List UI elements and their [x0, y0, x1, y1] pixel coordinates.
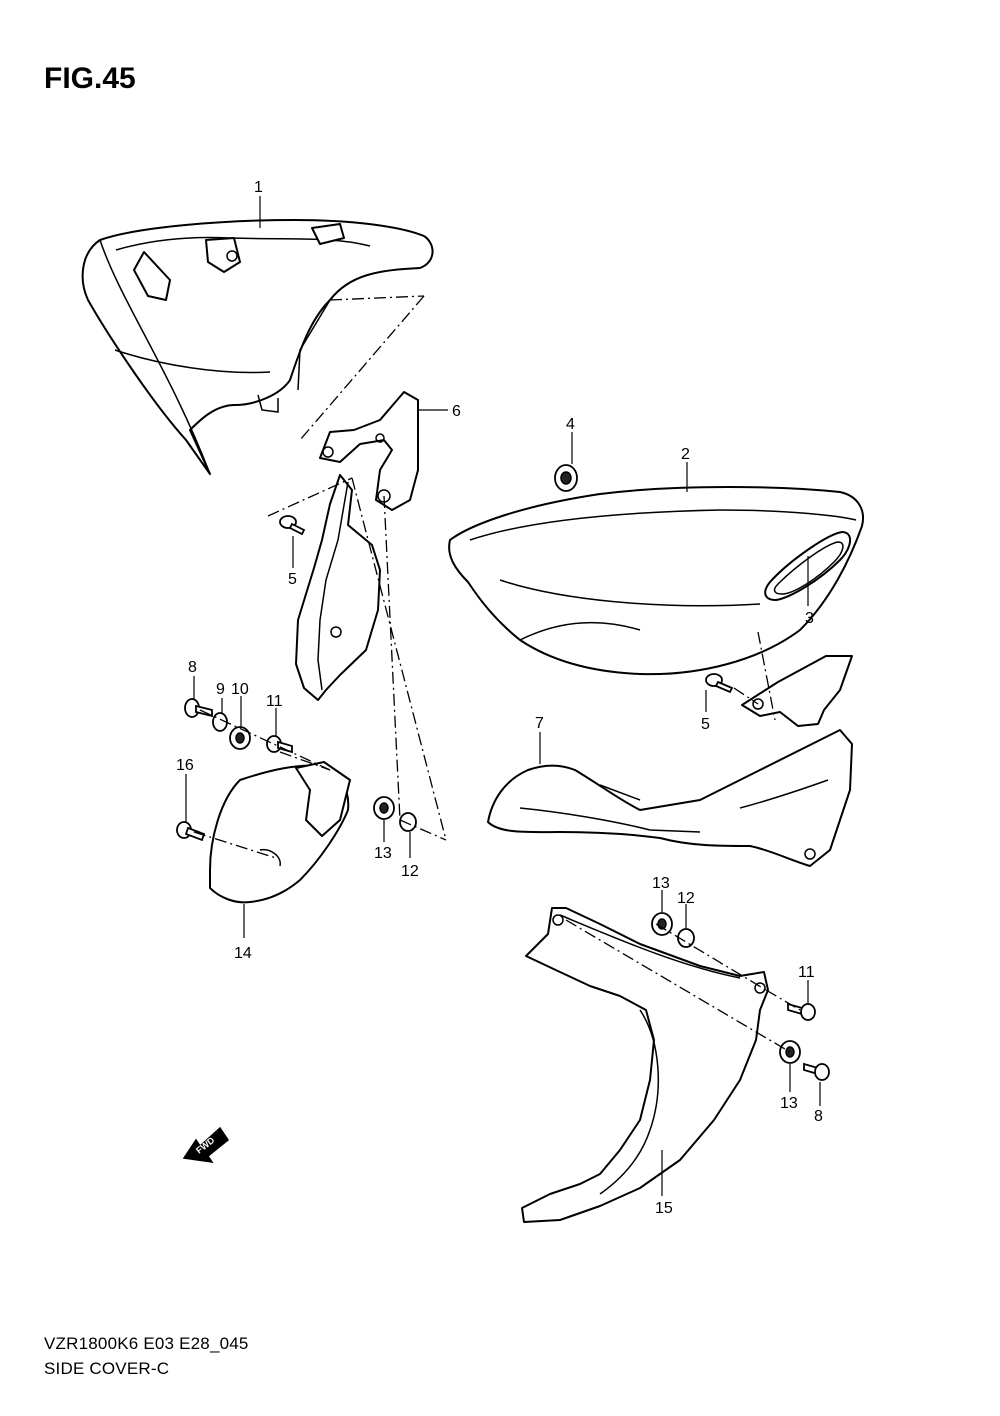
callout-1: 1	[254, 179, 263, 196]
leader-lines	[185, 196, 821, 1196]
footer-model-code: VZR1800K6 E03 E28_045	[44, 1334, 249, 1353]
callout-2: 2	[681, 446, 690, 463]
callout-11-left: 11	[266, 693, 283, 710]
callout-labels: 1 2 3 4 5 5 6 7 8 9 10 11 16 13 12 14 13…	[176, 179, 823, 1217]
callout-11-right: 11	[798, 964, 815, 981]
callout-13-lower: 13	[780, 1095, 798, 1112]
callout-4: 4	[566, 416, 575, 433]
callout-5-right: 5	[701, 716, 710, 733]
callout-13-upper: 13	[652, 875, 670, 892]
callout-14: 14	[234, 945, 252, 962]
hardware-part-5-screw-right	[705, 673, 734, 694]
figure-title: FIG.45	[44, 62, 136, 95]
part-15-frame-cover	[521, 907, 769, 1223]
callout-8-right: 8	[814, 1108, 823, 1125]
callout-13-left: 13	[374, 845, 392, 862]
hardware-part-13-grommet-upper	[651, 912, 673, 936]
callout-10: 10	[231, 681, 249, 698]
callout-5-left: 5	[288, 571, 297, 588]
hardware-part-8-bolt-right	[803, 1062, 830, 1081]
part-14-guard	[209, 761, 351, 904]
hardware-part-4-grommet	[554, 464, 578, 492]
fwd-arrow-icon: FWD	[182, 1126, 230, 1163]
hardware-part-16-screw	[176, 821, 206, 842]
hardware-part-5-screw-left	[279, 515, 306, 536]
callout-12-right: 12	[677, 890, 695, 907]
part-2-side-cover	[448, 486, 864, 676]
callout-8-left: 8	[188, 659, 197, 676]
callout-12-left: 12	[401, 863, 419, 880]
part-7-lower-cover	[487, 655, 853, 867]
callout-9: 9	[216, 681, 225, 698]
hardware-part-12-collar-left	[399, 812, 417, 832]
callout-16: 16	[176, 757, 194, 774]
part-1-side-cover-upper	[81, 219, 434, 475]
callout-7: 7	[535, 715, 544, 732]
callout-15: 15	[655, 1200, 673, 1217]
footer-section-name: SIDE COVER-C	[44, 1359, 170, 1378]
hardware-part-11-bolt	[266, 735, 293, 754]
hardware-part-12-collar-right	[677, 928, 695, 948]
part-6-bracket	[295, 391, 419, 701]
hardware-part-10-grommet	[229, 726, 251, 750]
callout-3: 3	[805, 610, 814, 627]
hardware-part-11-bolt-right	[787, 1002, 816, 1021]
assembly-lines	[193, 295, 801, 1053]
hardware-part-13-grommet-left	[373, 796, 395, 820]
callout-6: 6	[452, 403, 461, 420]
